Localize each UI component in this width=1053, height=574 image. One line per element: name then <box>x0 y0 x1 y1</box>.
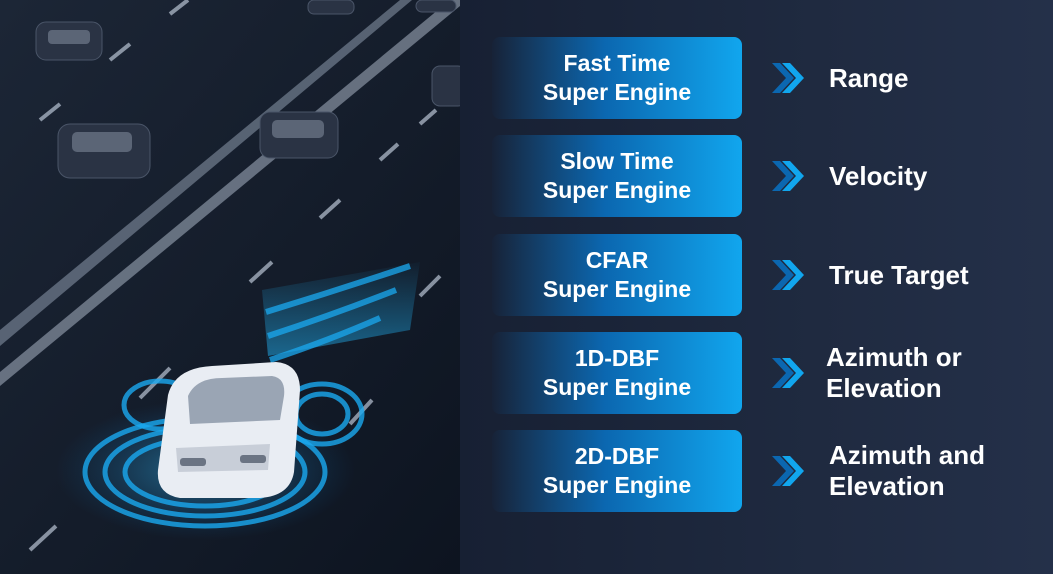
engine-label-line-1: 1D-DBF <box>574 345 660 371</box>
double-chevron-right-icon <box>772 358 804 388</box>
engine-label-line-1: Fast Time <box>563 50 671 76</box>
radar-car-highway-illustration <box>0 0 460 574</box>
engine-box: Slow Time Super Engine <box>492 135 742 217</box>
engine-row-fast-time: Fast Time Super Engine Range <box>492 37 1032 119</box>
double-chevron-right-icon <box>772 456 804 486</box>
engine-label-line-1: CFAR <box>585 247 649 273</box>
result-label: Range <box>829 37 1039 119</box>
result-label: Azimuth or Elevation <box>826 332 1036 414</box>
engine-row-1d-dbf: 1D-DBF Super Engine Azimuth or Elevation <box>492 332 1032 414</box>
result-line-1: Range <box>829 62 909 93</box>
engine-label-line-2: Super Engine <box>542 79 692 105</box>
engine-label-line-2: Super Engine <box>542 276 692 302</box>
result-line-1: Azimuth and <box>829 440 985 470</box>
engine-row-slow-time: Slow Time Super Engine Velocity <box>492 135 1032 217</box>
result-line-1: True Target <box>829 259 969 290</box>
double-chevron-right-icon <box>772 63 804 93</box>
result-line-1: Velocity <box>829 160 928 191</box>
engine-row-2d-dbf: 2D-DBF Super Engine Azimuth and Elevatio… <box>492 430 1032 512</box>
engine-label-line-2: Super Engine <box>542 177 692 203</box>
engine-label-line-1: 2D-DBF <box>574 443 660 469</box>
result-label: True Target <box>829 234 1039 316</box>
engine-box: Fast Time Super Engine <box>492 37 742 119</box>
result-label: Velocity <box>829 135 1039 217</box>
double-chevron-right-icon <box>772 161 804 191</box>
engine-label-line-2: Super Engine <box>542 374 692 400</box>
result-line-2: Elevation <box>826 373 942 403</box>
engine-box: CFAR Super Engine <box>492 234 742 316</box>
double-chevron-right-icon <box>772 260 804 290</box>
engine-box: 2D-DBF Super Engine <box>492 430 742 512</box>
result-line-2: Elevation <box>829 471 945 501</box>
engine-label-line-2: Super Engine <box>542 472 692 498</box>
result-line-1: Azimuth or <box>826 342 962 372</box>
engine-row-cfar: CFAR Super Engine True Target <box>492 234 1032 316</box>
result-label: Azimuth and Elevation <box>829 430 1039 512</box>
engine-box: 1D-DBF Super Engine <box>492 332 742 414</box>
engine-label-line-1: Slow Time <box>560 148 674 174</box>
